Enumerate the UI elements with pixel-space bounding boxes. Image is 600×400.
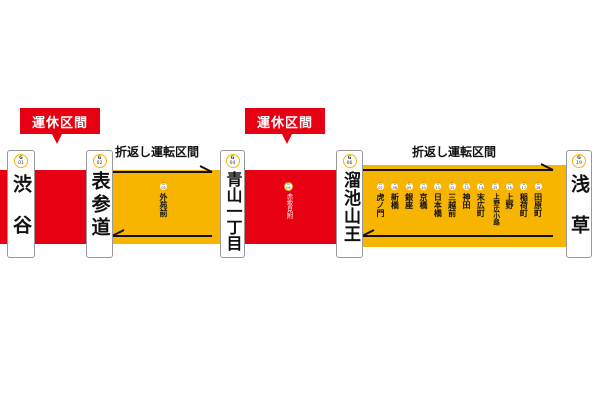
station-name: 銀座: [404, 193, 414, 209]
suspended-tag-1-pointer: [52, 134, 62, 144]
station-name: 渋谷: [10, 174, 32, 256]
turnback-label-1: 折返し運転区間: [115, 145, 200, 159]
station-name: 表参道: [88, 171, 111, 240]
station-name: 上野: [505, 193, 514, 209]
arrow-left-eastbound: [112, 165, 213, 173]
station-name: 青山一丁目: [223, 171, 243, 251]
station-name: 三越前: [447, 193, 457, 217]
suspended-tag-2-pointer: [282, 134, 292, 144]
suspended-tag-1: 運休区間: [20, 108, 100, 134]
station-name: 稲荷町: [519, 193, 529, 217]
station-name: 京橋: [419, 193, 428, 209]
station-name: 田原町: [533, 193, 543, 217]
station-name: 赤坂見附: [285, 193, 293, 219]
arrow-right-westbound: [361, 229, 553, 237]
arrow-left-westbound: [111, 229, 212, 237]
station-name: 日本橋: [433, 193, 443, 217]
arrow-right-eastbound: [362, 163, 554, 171]
station-name: 溜池山王: [340, 171, 360, 243]
station-name: 外苑前: [159, 193, 168, 217]
turnback-band-right: [343, 165, 575, 247]
station-name: 新橋: [390, 193, 400, 209]
station-name: 神田: [462, 193, 471, 209]
station-name: 上野広小路: [491, 193, 500, 226]
station-name: 末広町: [476, 193, 486, 217]
turnback-label-2: 折返し運転区間: [412, 145, 497, 159]
station-name: 浅草: [568, 174, 590, 256]
station-name: 虎ノ門: [376, 193, 385, 217]
suspended-tag-2: 運休区間: [245, 108, 325, 134]
